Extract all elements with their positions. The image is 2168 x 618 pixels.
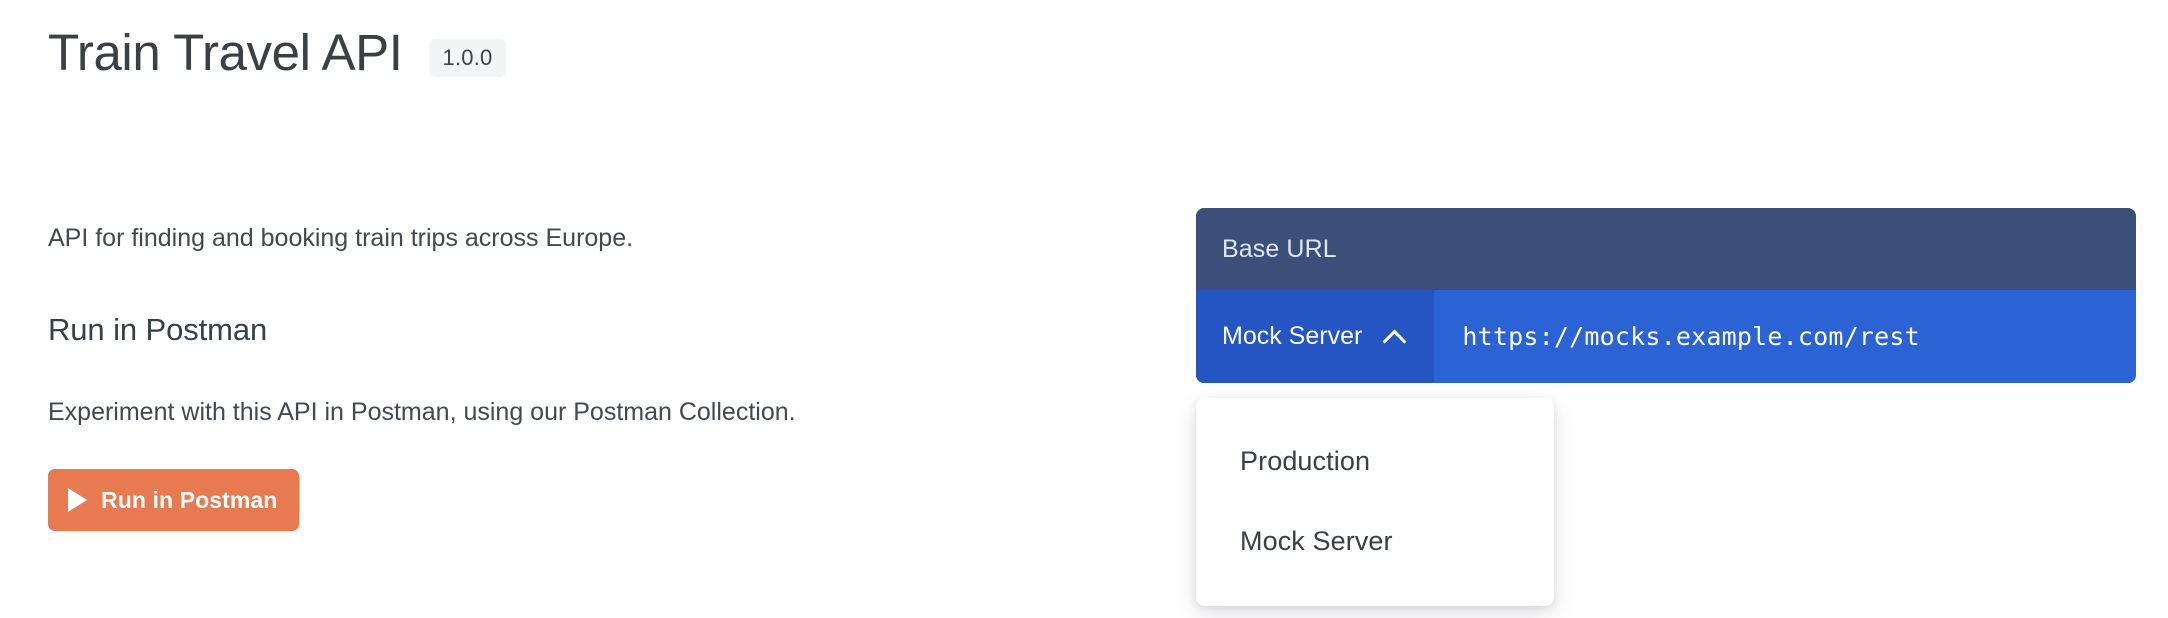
dropdown-item-production[interactable]: Production bbox=[1240, 445, 1371, 476]
base-url-panel: Base URL Mock Server https://mocks.examp… bbox=[1196, 208, 2136, 383]
chevron-up-icon bbox=[1384, 326, 1406, 348]
page-title-row: Train Travel API 1.0.0 bbox=[48, 24, 507, 83]
run-in-postman-button[interactable]: Run in Postman bbox=[48, 469, 300, 531]
main-content: API for finding and booking train trips … bbox=[48, 140, 1128, 531]
api-description: API for finding and booking train trips … bbox=[48, 224, 634, 252]
run-in-postman-label: Run in Postman bbox=[101, 486, 278, 513]
postman-description: Experiment with this API in Postman, usi… bbox=[48, 397, 796, 426]
play-icon bbox=[68, 488, 87, 512]
server-url-value: https://mocks.example.com/rest bbox=[1462, 322, 1920, 351]
dropdown-item-mock-server[interactable]: Mock Server bbox=[1240, 525, 1393, 556]
server-dropdown-menu: Production Mock Server bbox=[1196, 398, 1554, 606]
server-url-field[interactable]: https://mocks.example.com/rest bbox=[1434, 290, 2136, 383]
page-title: Train Travel API bbox=[48, 24, 403, 81]
server-select-value: Mock Server bbox=[1222, 322, 1363, 350]
base-url-row: Mock Server https://mocks.example.com/re… bbox=[1196, 290, 2136, 383]
section-heading-run-in-postman: Run in Postman bbox=[48, 311, 268, 347]
version-badge: 1.0.0 bbox=[428, 39, 507, 78]
base-url-label: Base URL bbox=[1222, 234, 1337, 263]
base-url-header: Base URL bbox=[1196, 208, 2136, 290]
server-select-toggle[interactable]: Mock Server bbox=[1196, 290, 1435, 383]
